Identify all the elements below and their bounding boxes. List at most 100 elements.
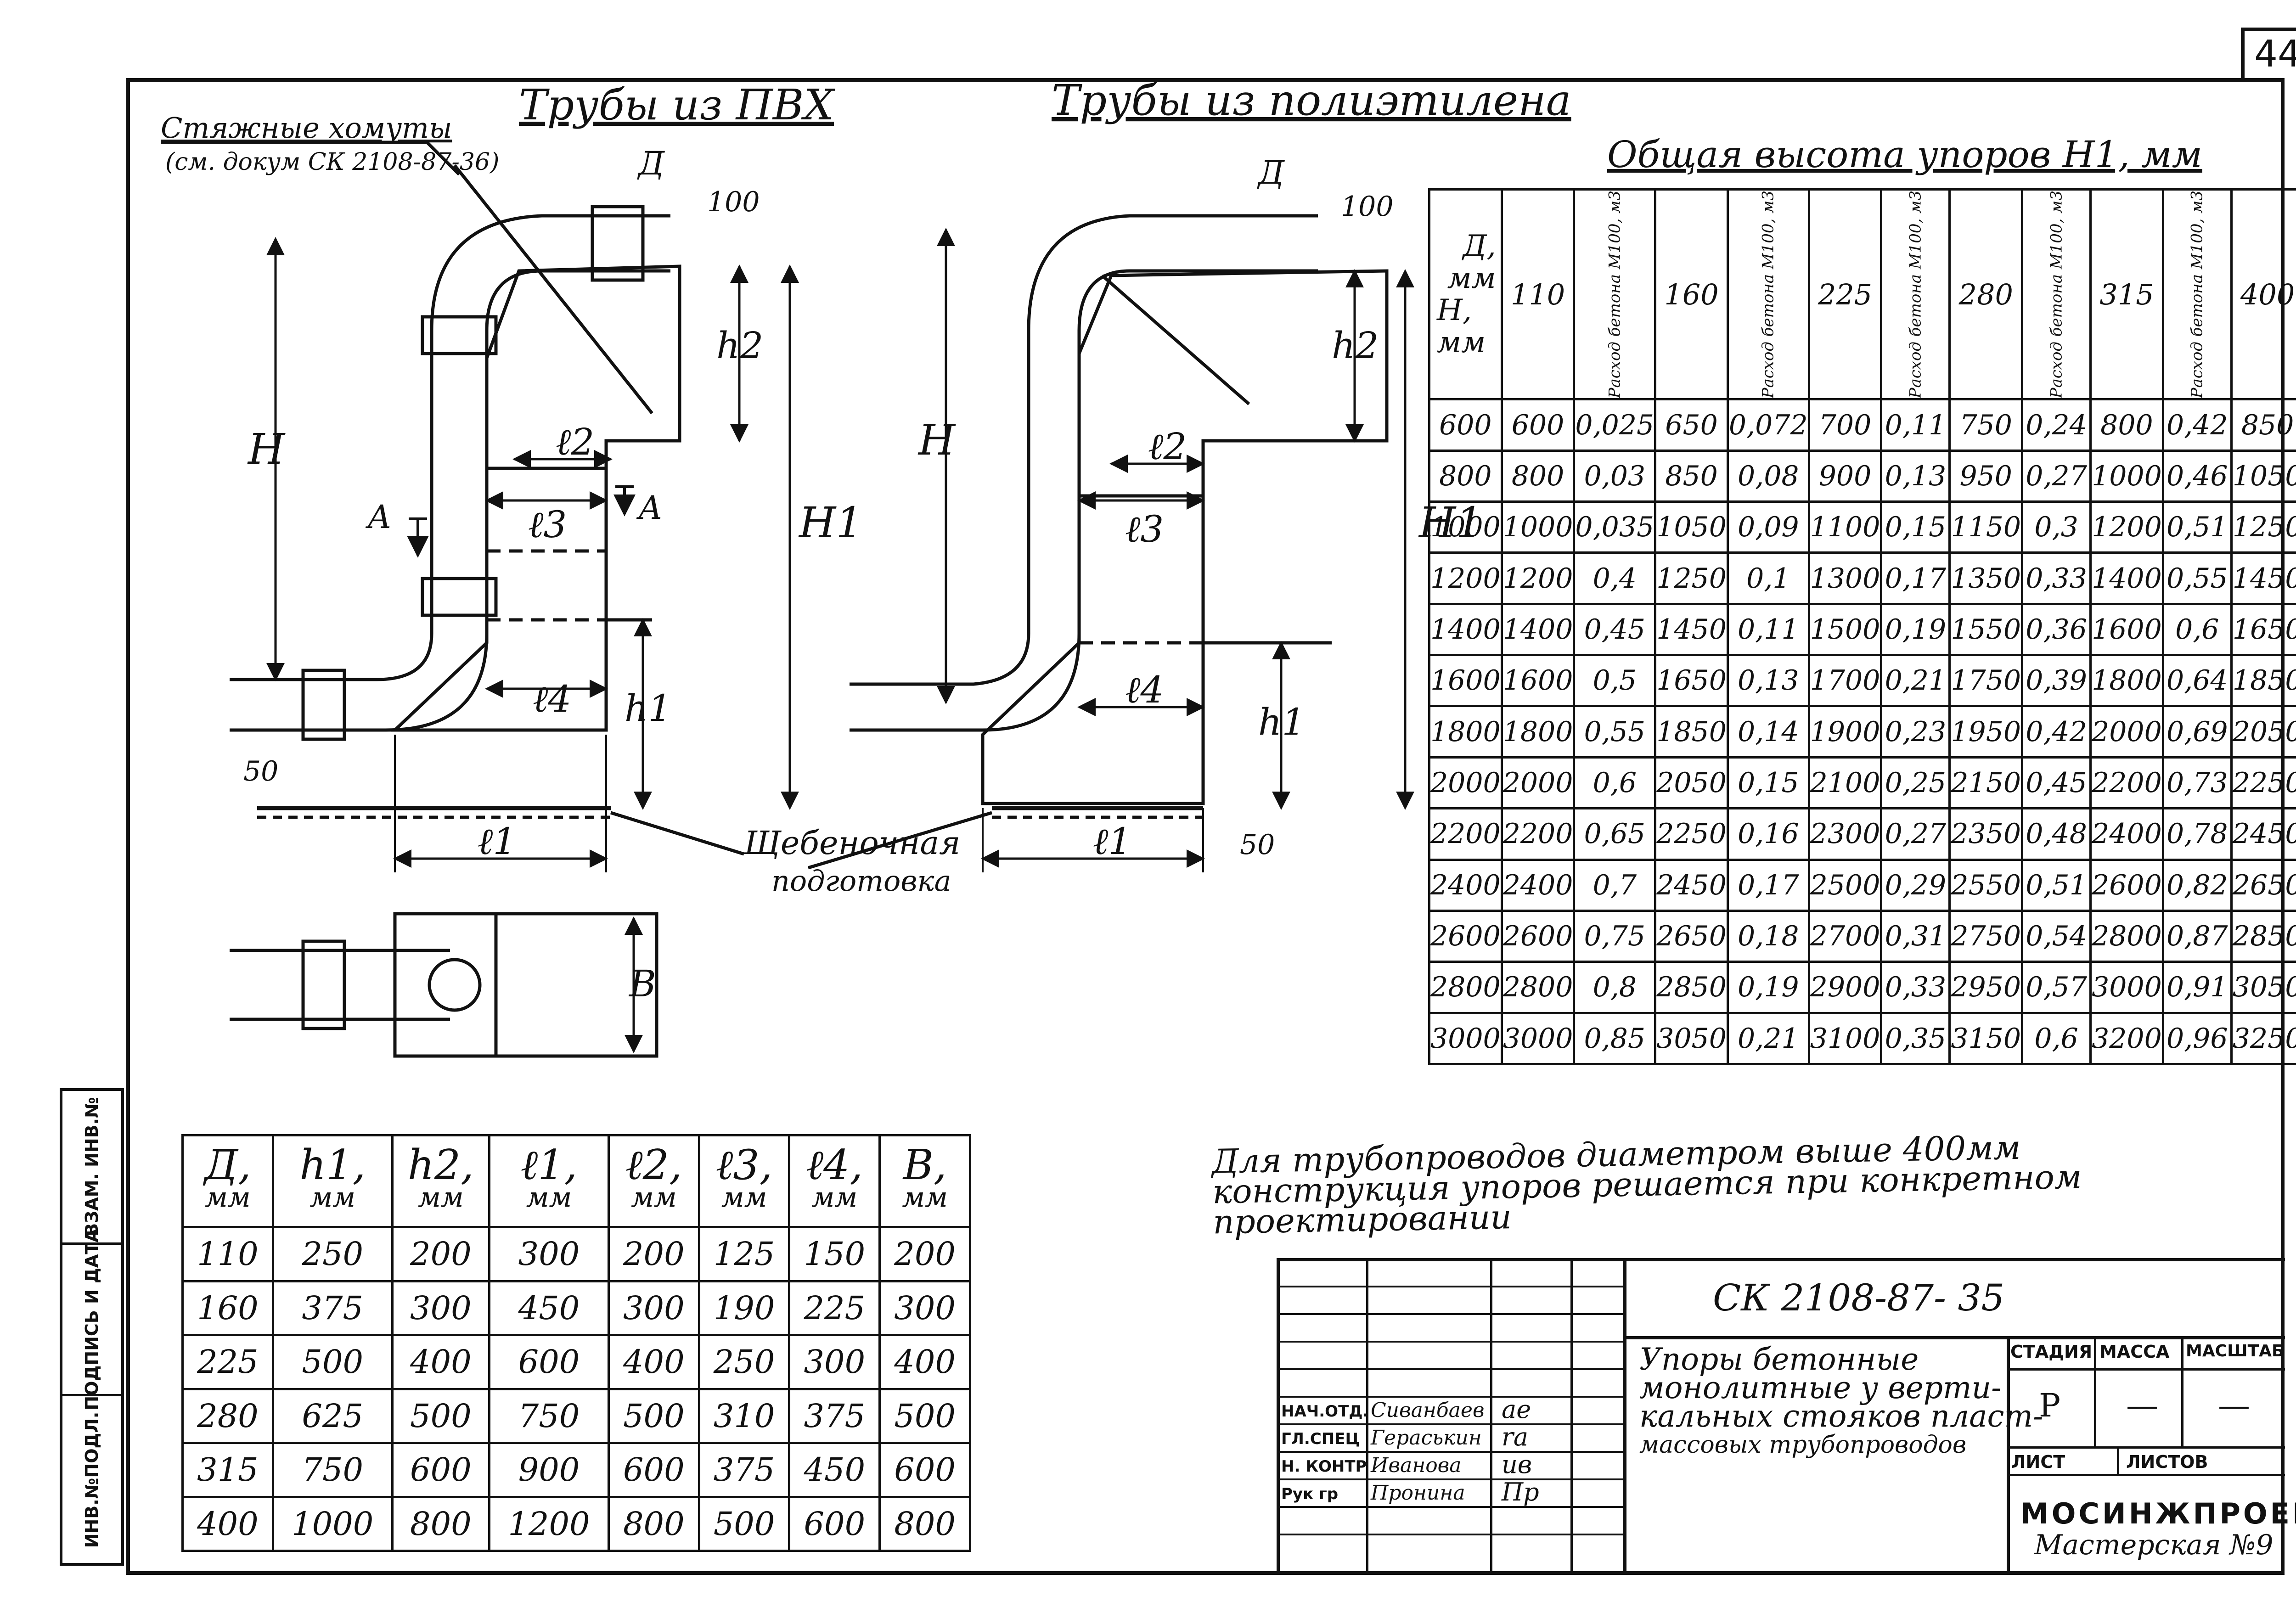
plan-view-block [393,912,658,1058]
dim-value-cell: 750 [271,1442,394,1498]
consumption-value-cell: 0,13 [1880,449,1951,503]
height-value-cell: 3000 [2089,961,2164,1014]
dim-value-cell: 450 [788,1442,881,1498]
height-value-cell: 2650 [2230,858,2296,912]
consumption-value-cell: 0,31 [1880,909,1951,963]
dim-value-cell: 375 [698,1442,791,1498]
consumption-value-cell: 0,33 [1880,961,1951,1014]
dim-value-cell: 315 [181,1442,274,1498]
consumption-value-cell: 0,8 [1573,961,1657,1014]
mass-value: — [2126,1387,2158,1424]
dim-value-cell: 400 [607,1334,700,1390]
height-value-cell: 3100 [1807,1012,1883,1066]
dim-header-cell: ℓ2,мм [607,1134,700,1228]
dim-header-unit: мм [811,1181,858,1214]
dim-value-cell: 225 [181,1334,274,1390]
pe-dim-D: Д [1257,154,1285,191]
pvc-dim-50: 50 [243,755,278,787]
height-value-cell: 3000 [1500,1012,1576,1066]
dim-value-cell: 800 [878,1495,971,1552]
signature-role: Н. КОНТР [1281,1457,1367,1476]
dim-value-cell: 300 [488,1226,610,1282]
dim-header-unit: мм [721,1181,767,1214]
height-value-cell: 2450 [2230,807,2296,861]
doc-title-line-1: Упоры бетонные [1639,1342,1919,1377]
pvc-dim-l2: ℓ2 [556,421,594,463]
dia-header-4: 315 [2089,188,2164,401]
consumption-value-cell: 0,21 [1726,1012,1810,1066]
doc-title-line-4: массовых трубопроводов [1639,1431,1967,1459]
consumption-value-cell: 0,025 [1573,398,1657,452]
height-value-cell: 1650 [1654,654,1729,708]
dim-header-symbol: h1, [299,1141,366,1189]
sheet-label: ЛИСТ [2011,1452,2065,1472]
consumption-value-cell: 0,072 [1726,398,1810,452]
consumption-value-cell: 0,36 [2021,602,2092,657]
dim-value-cell: 600 [878,1442,971,1498]
height-value-cell: 2550 [1948,858,2024,912]
consumption-value-cell: 0,91 [2161,961,2233,1014]
height-value-cell: 1800 [2089,654,2164,708]
height-value-cell: 2100 [1807,756,1883,810]
pe-dim-l1: ℓ1 [1093,820,1131,863]
dim-header-unit: мм [418,1181,464,1214]
height-value-cell: 2800 [2089,909,2164,963]
signature-mark: ае [1502,1395,1531,1424]
consumption-value-cell: 0,25 [1880,756,1951,810]
pe-dim-l3: ℓ3 [1125,508,1164,551]
consumption-value-cell: 0,7 [1573,858,1657,912]
height-value-cell: 1600 [2089,602,2164,657]
dim-value-cell: 500 [878,1388,971,1444]
height-value-cell: 1050 [1654,500,1729,554]
height-value-cell: 2000 [2089,705,2164,759]
height-value-cell: 1100 [1807,500,1883,554]
consumption-value-cell: 0,19 [1726,961,1810,1014]
height-value-cell: 1450 [2230,551,2296,605]
dim-value-cell: 600 [788,1495,881,1552]
consumption-value-cell: 0,51 [2161,500,2233,554]
consumption-value-cell: 0,08 [1726,449,1810,503]
dim-value-cell: 1200 [488,1495,610,1552]
dim-header-cell: h2,мм [391,1134,490,1228]
consumption-value-cell: 0,42 [2021,705,2092,759]
consumption-value-cell: 0,11 [1880,398,1951,452]
pe-dim-100: 100 [1341,191,1394,223]
height-value-cell: 800 [1500,449,1576,503]
consumption-value-cell: 0,15 [1726,756,1810,810]
height-value-cell: 1600 [1500,654,1576,708]
signature-role: ГЛ.СПЕЦ [1281,1430,1360,1448]
dim-value-cell: 500 [271,1334,394,1390]
pe-dim-l2: ℓ2 [1148,425,1187,468]
height-value-cell: 1050 [2230,449,2296,503]
consumption-value-cell: 0,17 [1880,551,1951,605]
height-value-cell: 3050 [1654,1012,1729,1066]
height-value-cell: 2850 [1654,961,1729,1014]
consumption-value-cell: 0,55 [1573,705,1657,759]
height-row-label: 800 [1428,449,1503,503]
consumption-value-cell: 0,96 [2161,1012,2233,1066]
consumption-value-cell: 0,75 [1573,909,1657,963]
corner-h: H, мм [1437,293,1486,360]
height-value-cell: 2800 [1500,961,1576,1014]
height-value-cell: 2750 [1948,909,2024,963]
pe-dim-l4: ℓ4 [1125,669,1164,711]
pvc-dim-h2: h2 [716,324,763,367]
dim-header-cell: Д,мм [181,1134,274,1228]
clamps-label: Стяжные хомуты [161,111,452,145]
pvc-title: Трубы из ПВХ [519,80,835,129]
height-row-label: 1200 [1428,551,1503,605]
consumption-value-cell: 0,54 [2021,909,2092,963]
height-row-label: 2600 [1428,909,1503,963]
signature-mark: ra [1502,1422,1529,1451]
cons-header-4: Расход бетона М100, м3 [2163,189,2232,399]
dim-value-cell: 750 [488,1388,610,1444]
dim-value-cell: 400 [878,1334,971,1390]
pe-dim-h1: h1 [1258,701,1305,743]
consumption-value-cell: 0,46 [2161,449,2233,503]
height-value-cell: 1950 [1948,705,2024,759]
